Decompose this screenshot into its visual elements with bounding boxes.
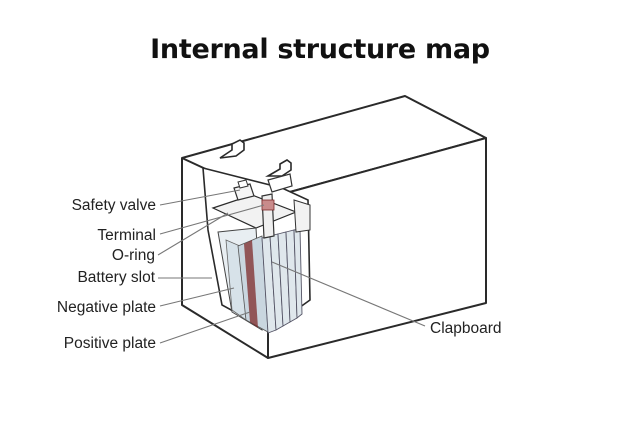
label-o-ring: O-ring <box>111 247 155 264</box>
label-negative-plate: Negative plate <box>56 299 156 316</box>
label-safety-valve: Safety valve <box>71 197 156 214</box>
leader-o-ring <box>157 212 229 256</box>
leader-clapboard <box>271 261 426 327</box>
leader-terminal <box>159 204 265 235</box>
label-clapboard: Clapboard <box>430 320 502 337</box>
leader-safety-valve <box>159 189 241 206</box>
label-terminal: Terminal <box>97 227 156 244</box>
lid-terminal-icon <box>219 139 292 177</box>
diagram-title: Internal structure map <box>150 34 490 65</box>
leader-positive-plate <box>159 311 251 344</box>
label-battery-slot: Battery slot <box>77 269 155 286</box>
leader-negative-plate <box>159 287 235 307</box>
cutaway-section <box>202 166 311 334</box>
label-positive-plate: Positive plate <box>63 335 156 352</box>
leader-lines <box>157 189 426 344</box>
battery-case <box>181 95 487 359</box>
positive-plate <box>244 240 258 328</box>
